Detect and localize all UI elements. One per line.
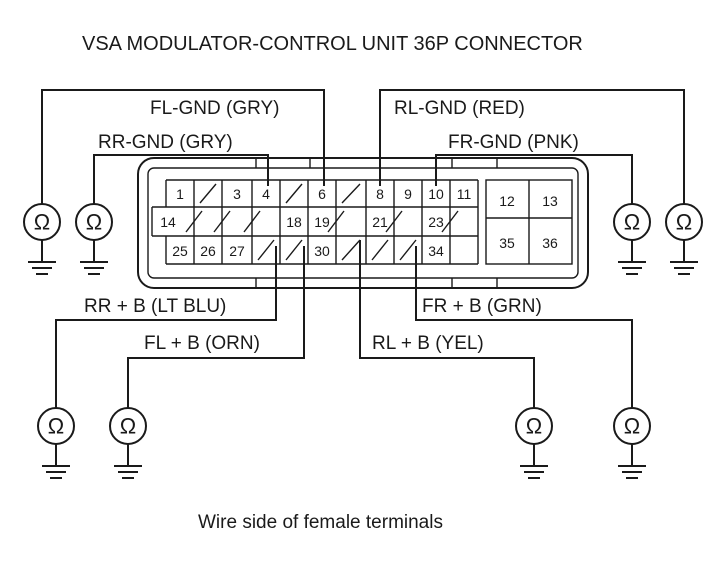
ohmmeter-bottom-left-1: Ω	[37, 407, 75, 479]
ohm-symbol: Ω	[48, 414, 64, 439]
ohmmeter-bottom-right-1: Ω	[515, 407, 553, 479]
pin-1: 1	[176, 186, 184, 202]
pin-14: 14	[160, 214, 176, 230]
diagram-caption: Wire side of female terminals	[198, 512, 443, 533]
label-rl-gnd: RL-GND (RED)	[394, 98, 525, 119]
pin-13: 13	[542, 193, 558, 209]
ohm-symbol: Ω	[676, 210, 692, 235]
pin-30: 30	[314, 243, 330, 259]
pin-35: 35	[499, 235, 515, 251]
pin-9: 9	[404, 186, 412, 202]
ohm-symbol: Ω	[624, 210, 640, 235]
wire-fl-b	[127, 246, 305, 408]
ohmmeter-top-left-1: Ω	[23, 203, 61, 275]
wire-rl-gnd	[379, 89, 685, 204]
pin-19: 19	[314, 214, 330, 230]
empty-cavity-marks	[185, 183, 459, 261]
pin-8: 8	[376, 186, 384, 202]
wire-rr-gnd	[93, 154, 269, 204]
pin-25: 25	[172, 243, 188, 259]
ohm-symbol: Ω	[120, 414, 136, 439]
pin-21: 21	[372, 214, 388, 230]
pin-3: 3	[233, 186, 241, 202]
diagram-title: VSA MODULATOR-CONTROL UNIT 36P CONNECTOR	[82, 33, 583, 55]
pin-18: 18	[286, 214, 302, 230]
large-terminal-block	[485, 179, 573, 265]
ohm-symbol: Ω	[624, 414, 640, 439]
ohmmeter-bottom-right-2: Ω	[613, 407, 651, 479]
pin-36: 36	[542, 235, 558, 251]
wire-labels: FL-GND (GRY) RR-GND (GRY) RL-GND (RED) F…	[84, 98, 579, 354]
pin-26: 26	[200, 243, 216, 259]
label-fl-gnd: FL-GND (GRY)	[150, 98, 279, 119]
pin-23: 23	[428, 214, 444, 230]
wire-fl-gnd	[41, 89, 325, 204]
wire-fr-gnd	[435, 154, 633, 204]
pin-6: 6	[318, 186, 326, 202]
wire-rr-b	[55, 246, 277, 408]
ohm-symbol: Ω	[526, 414, 542, 439]
ohmmeter-bottom-left-2: Ω	[109, 407, 147, 479]
ohmmeter-top-left-2: Ω	[75, 203, 113, 275]
pin-4: 4	[262, 186, 270, 202]
label-fr-gnd: FR-GND (PNK)	[448, 132, 579, 153]
label-fr-b: FR + B (GRN)	[422, 296, 542, 317]
ohm-symbol: Ω	[86, 210, 102, 235]
pin-numbers: 1 3 4 6 8 9 10 11 12 13 14 18 19 21 23 2…	[160, 186, 558, 259]
pin-27: 27	[229, 243, 245, 259]
pin-10: 10	[428, 186, 444, 202]
label-rr-gnd: RR-GND (GRY)	[98, 132, 233, 153]
pin-12: 12	[499, 193, 515, 209]
wire-rl-b	[359, 240, 535, 408]
label-fl-b: FL + B (ORN)	[144, 333, 260, 354]
ohm-symbol: Ω	[34, 210, 50, 235]
label-rr-b: RR + B (LT BLU)	[84, 296, 226, 317]
wire-fr-b	[415, 246, 633, 408]
label-rl-b: RL + B (YEL)	[372, 333, 484, 354]
connector-36p: 1 3 4 6 8 9 10 11 12 13 14 18 19 21 23 2…	[137, 157, 589, 289]
pin-34: 34	[428, 243, 444, 259]
pin-11: 11	[457, 186, 472, 202]
wires	[41, 89, 685, 408]
ohmmeters: Ω Ω Ω Ω	[23, 203, 703, 479]
ohmmeter-top-right-2: Ω	[665, 203, 703, 275]
ohmmeter-top-right-1: Ω	[613, 203, 651, 275]
